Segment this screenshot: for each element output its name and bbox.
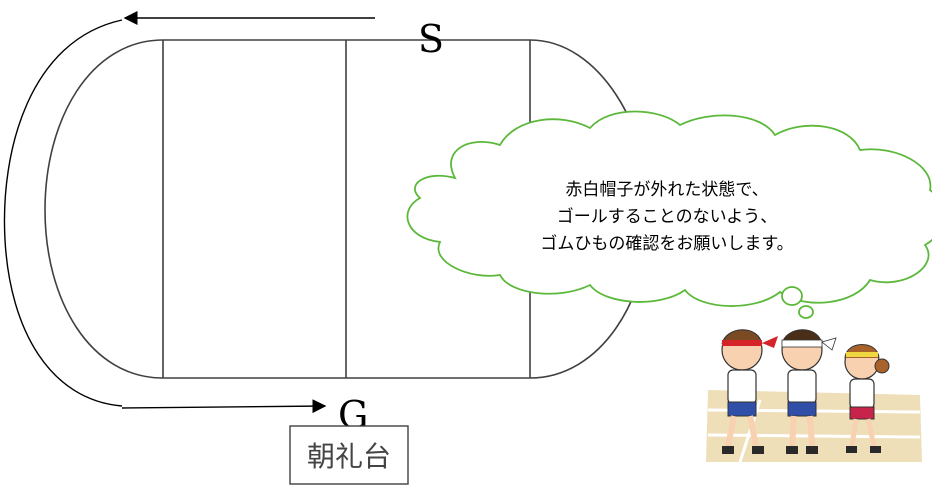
bubble-text-line-2: ゴールすることのないよう、 <box>557 206 778 227</box>
start-label: S <box>418 17 444 61</box>
bubble-text-line-1: 赤白帽子が外れた状態で、 <box>565 180 768 200</box>
stand-label: 朝礼台 <box>307 440 391 473</box>
thought-dot-small <box>798 305 814 319</box>
child-girl <box>844 344 890 453</box>
goal-arrow <box>121 399 327 414</box>
child-white-headband <box>781 329 837 454</box>
stand-box <box>289 425 409 485</box>
running-path-curve <box>3 19 123 407</box>
bubble-cloud <box>406 110 932 307</box>
bubble-text-line-3: ゴムひもの確認をお願いします。 <box>540 233 793 254</box>
morning-assembly-stand: 朝礼台 <box>289 425 409 485</box>
children-running-icon <box>706 329 922 463</box>
thought-bubble: 赤白帽子が外れた状態で、 ゴールすることのないよう、 ゴムひもの確認をお願いしま… <box>406 110 932 319</box>
child-red-headband <box>721 329 778 454</box>
thought-dot-large <box>781 286 803 306</box>
